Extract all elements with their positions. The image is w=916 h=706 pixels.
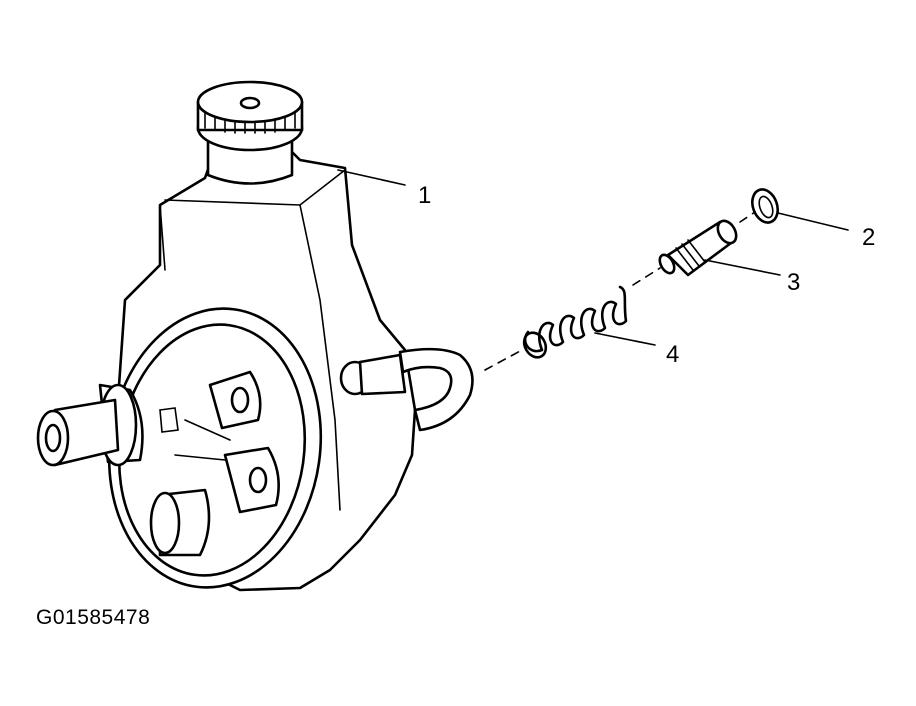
spring-end xyxy=(522,331,548,359)
o-ring-inner xyxy=(758,195,774,219)
flow-control-valve xyxy=(658,219,738,277)
filler-neck xyxy=(206,138,294,185)
o-ring xyxy=(751,188,779,224)
leader-4 xyxy=(594,332,656,346)
figure-code: G01585478 xyxy=(36,606,151,629)
body-side-line xyxy=(299,204,341,511)
callout-2: 2 xyxy=(862,224,875,251)
leader-2 xyxy=(777,212,849,231)
leader-3 xyxy=(704,259,781,276)
valve-end-inner xyxy=(658,253,676,275)
shaft-end xyxy=(36,409,70,467)
plate-rib xyxy=(159,407,231,461)
callout-1: 1 xyxy=(418,182,431,209)
mount-hole-upper xyxy=(230,386,250,414)
valve-lands xyxy=(675,239,706,271)
callout-4: 4 xyxy=(666,341,679,368)
mount-boss-lower xyxy=(223,446,280,514)
outlet-end xyxy=(149,491,181,555)
filler-cap-top xyxy=(196,80,304,124)
valve-end-outer xyxy=(716,219,738,245)
pump-assembly xyxy=(36,80,474,592)
spring-coils xyxy=(523,285,628,353)
assembly-centerline xyxy=(484,211,756,371)
leader-1 xyxy=(337,169,406,186)
mount-hole-lower xyxy=(248,466,268,494)
return-fitting xyxy=(398,347,474,432)
o-ring-outer xyxy=(751,188,779,224)
valve-spring xyxy=(522,285,628,359)
leader-lines xyxy=(337,169,849,346)
mount-boss-upper xyxy=(208,370,262,430)
callout-3: 3 xyxy=(787,269,800,296)
body-top-ridge xyxy=(159,204,166,271)
side-bolt-shank xyxy=(358,353,407,396)
shaft-bore xyxy=(44,423,62,453)
filler-cap-vent xyxy=(239,96,261,110)
